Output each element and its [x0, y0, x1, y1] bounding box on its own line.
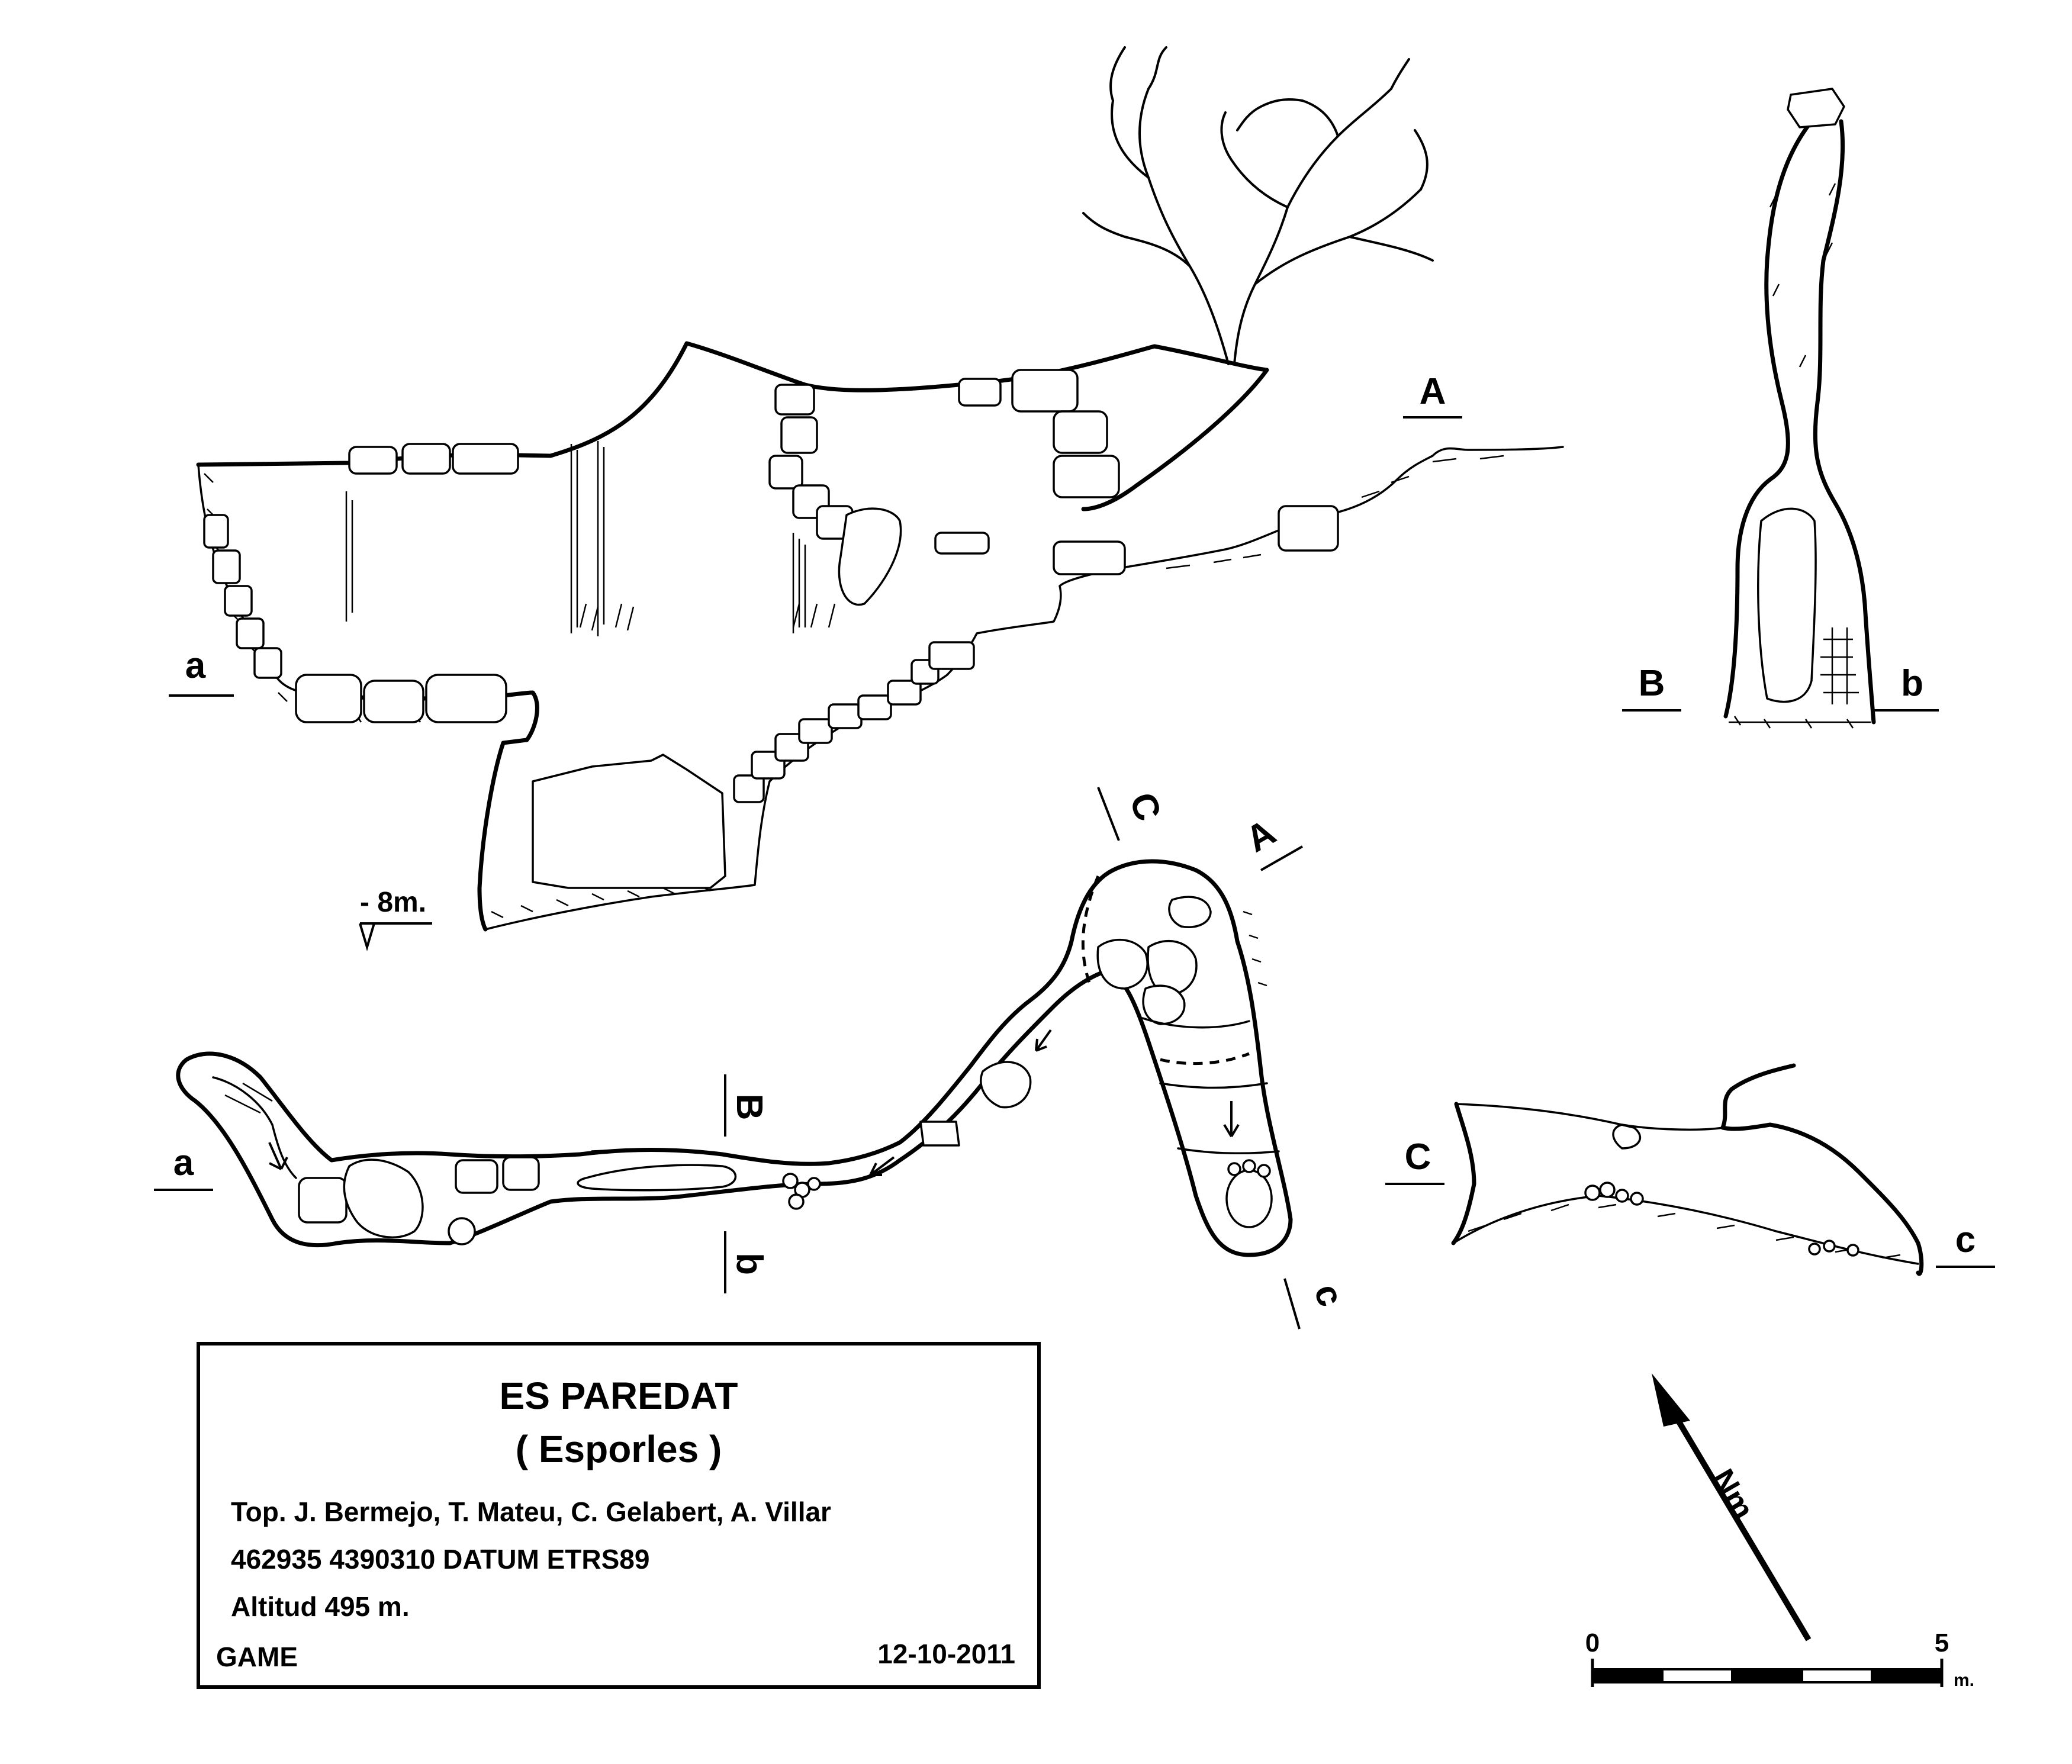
plan-cut-C: C — [1121, 787, 1169, 826]
section-label-B: B — [1639, 663, 1665, 704]
section-label-c: c — [1955, 1219, 1976, 1260]
plan-cut-A: A — [1239, 812, 1282, 860]
title-block: ES PAREDAT ( Esporles ) Top. J. Bermejo,… — [197, 1342, 1041, 1689]
survey-date: 12-10-2011 — [877, 1639, 1015, 1669]
plan-cut-a: a — [173, 1142, 194, 1183]
tree-drawing — [1082, 46, 1434, 365]
scale-segment — [1591, 1668, 1664, 1683]
north-arrow-label: Nm. — [1704, 1463, 1765, 1533]
north-arrow: Nm. — [1652, 1373, 1812, 1641]
scale-segment — [1661, 1668, 1733, 1683]
cross-section-c: C c — [1385, 1063, 1995, 1276]
plan-view: a B b C A c — [154, 787, 1352, 1330]
cross-section-b: B b — [1622, 88, 1939, 729]
scale-start-label: 0 — [1585, 1628, 1600, 1657]
coordinates: 462935 4390310 DATUM ETRS89 — [231, 1544, 649, 1575]
cave-name: ES PAREDAT — [500, 1374, 738, 1417]
plan-cut-c: c — [1306, 1279, 1352, 1312]
profile-label-a: a — [185, 645, 206, 686]
scale-segment — [1731, 1668, 1803, 1683]
surveyors: Top. J. Bermejo, T. Mateu, C. Gelabert, … — [231, 1496, 831, 1527]
scale-segment — [1871, 1668, 1943, 1683]
profile-section: a A - 8m. — [169, 46, 1564, 951]
plan-cut-B: B — [729, 1094, 770, 1121]
scale-end-label: 5 — [1935, 1628, 1949, 1657]
municipality: ( Esporles ) — [516, 1428, 722, 1470]
profile-label-A: A — [1420, 371, 1446, 412]
survey-group: GAME — [216, 1641, 298, 1672]
scale-unit-label: m. — [1954, 1670, 1974, 1690]
depth-label: - 8m. — [360, 887, 426, 918]
scale-bar: 0 5 m. — [1585, 1628, 1974, 1690]
plan-cut-b: b — [729, 1253, 770, 1275]
section-label-b: b — [1901, 663, 1923, 704]
scale-segment — [1801, 1668, 1873, 1683]
section-label-C: C — [1405, 1137, 1431, 1177]
altitude: Altitud 495 m. — [231, 1591, 410, 1622]
